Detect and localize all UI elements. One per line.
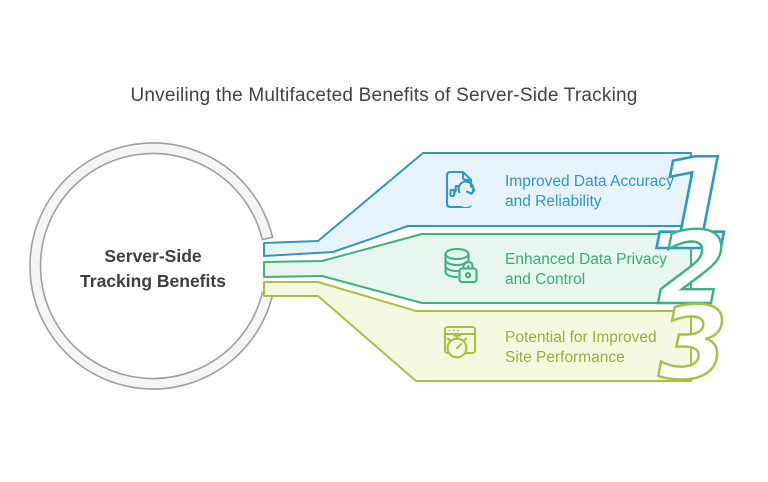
hub-label: Server-Side Tracking Benefits — [80, 246, 226, 291]
benefit-2-label: Enhanced Data Privacy and Control — [505, 251, 667, 288]
benefit-2-banner — [263, 233, 692, 304]
benefit-1-number: 1 — [651, 131, 739, 278]
benefit-2-number: 2 — [657, 210, 727, 327]
hub-ring — [29, 142, 274, 390]
page-title: Unveiling the Multifaceted Benefits of S… — [130, 85, 638, 106]
benefit-1-label: Improved Data Accuracy and Reliability — [505, 173, 674, 210]
document-chart-refresh-icon — [445, 170, 476, 209]
benefit-3-number: 3 — [658, 285, 728, 402]
benefit-3-label: Potential for Improved Site Performance — [505, 329, 657, 366]
benefit-3-banner — [263, 281, 692, 382]
benefit-1-banner — [263, 152, 692, 257]
browser-stopwatch-icon — [443, 325, 477, 359]
database-lock-icon — [444, 247, 478, 284]
